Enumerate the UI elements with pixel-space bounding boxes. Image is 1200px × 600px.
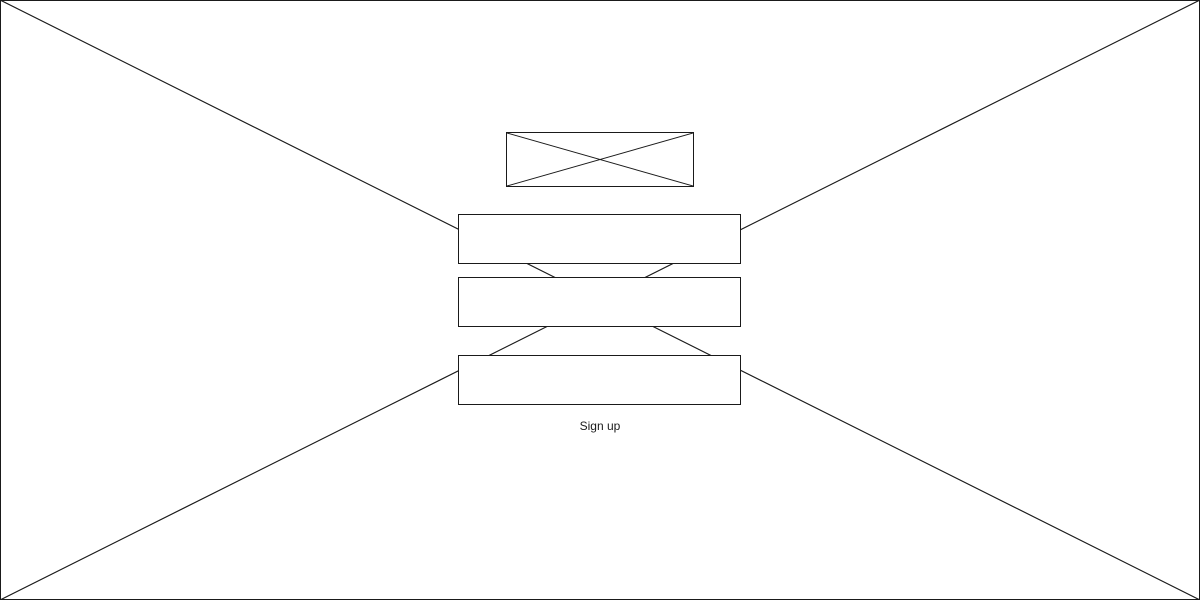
password-input[interactable] <box>458 277 741 327</box>
placeholder-cross-icon <box>507 133 693 186</box>
username-input[interactable] <box>458 214 741 264</box>
submit-button[interactable] <box>458 355 741 405</box>
sign-up-link[interactable]: Sign up <box>579 419 621 433</box>
logo-image-placeholder <box>506 132 694 187</box>
